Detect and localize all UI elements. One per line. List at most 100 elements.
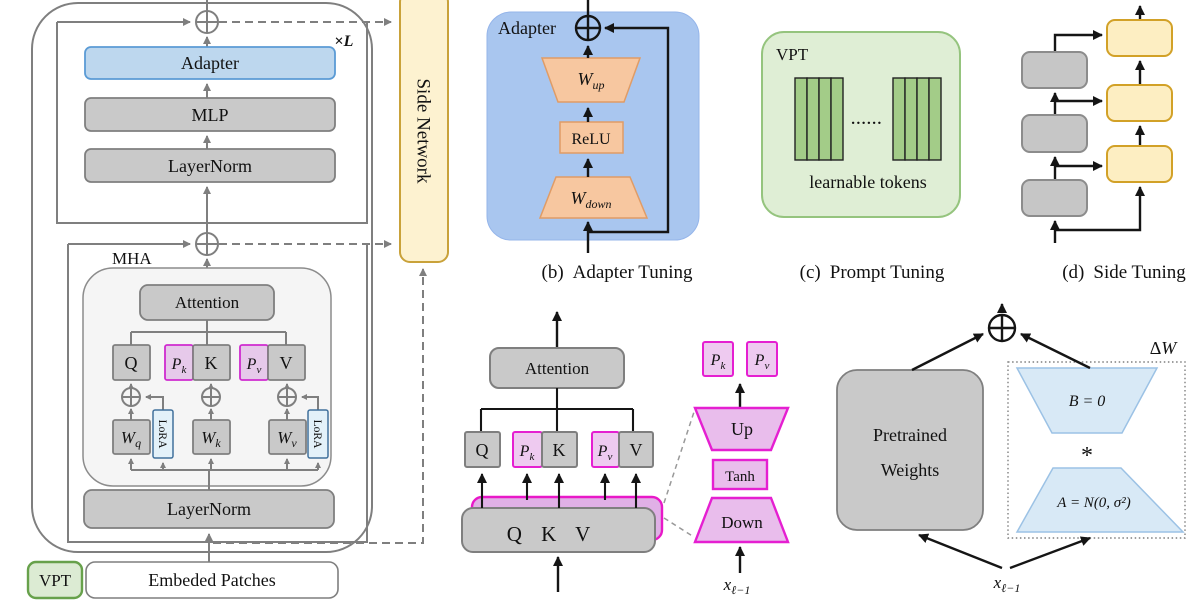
side-tuning-panel: (d)Side Tuning	[1021, 5, 1186, 283]
g1-to-y1	[1053, 30, 1103, 52]
wq-box	[112, 419, 151, 455]
residual-loop-top	[56, 18, 368, 224]
pretrained-label-line2: Weights	[881, 460, 940, 480]
b-to-sum	[1020, 332, 1091, 370]
tanh-label: Tanh	[725, 469, 755, 485]
outer-frame	[31, 2, 373, 553]
side-network-label: Side Network	[412, 78, 433, 184]
a-matrix-trapezoid	[1015, 467, 1185, 533]
zoom-lens-line-bottom	[663, 517, 695, 538]
v-box	[267, 344, 306, 381]
pk-float-box	[702, 341, 734, 377]
token-bar	[806, 77, 820, 161]
residual-loop-top-path	[56, 22, 368, 224]
delta-w-label: ΔW	[1150, 338, 1179, 358]
q-box	[112, 344, 151, 381]
adapter-tuning-panel: Adapter Wdown ReLU Wup (b)Adapter Tuning	[486, 0, 700, 283]
lora-flow-arrows	[911, 332, 1091, 570]
lora-panel: Pretrained Weights ΔW B = 0 * A = N(0, σ…	[836, 303, 1186, 595]
pv-float-label: Pv	[754, 352, 770, 372]
token-bar	[794, 77, 808, 161]
pv-label: Pv	[246, 356, 262, 376]
side-network-panel: Side Network	[399, 0, 449, 263]
x-to-pretrained	[918, 533, 1003, 570]
token-bar	[904, 77, 918, 161]
prefix-attention-panel: Attention Q Pk K Pv V Q K V	[461, 311, 790, 597]
token-bars-left	[794, 77, 844, 161]
pk-label: Pk	[519, 443, 536, 463]
side-network-box	[399, 0, 449, 263]
caption-c: (c)Prompt Tuning	[800, 262, 945, 283]
main-axis-arrows	[203, 0, 213, 562]
mlp-label: MLP	[191, 105, 228, 125]
wk-box	[192, 419, 231, 455]
lora-right-box	[307, 409, 329, 459]
b-matrix-label: B = 0	[1069, 393, 1106, 410]
token-bars-right	[892, 77, 942, 161]
down-label: Down	[721, 513, 763, 532]
k-label: K	[205, 353, 218, 373]
wq-label: Wq	[121, 428, 141, 450]
relu-label: ReLU	[571, 131, 611, 148]
v-label: V	[280, 353, 293, 373]
adapter-container-label: Adapter	[498, 18, 556, 38]
input-to-y3	[1055, 186, 1145, 232]
v-box	[618, 431, 654, 468]
ellipsis-dots: ......	[851, 112, 883, 128]
tanh-box	[711, 458, 769, 491]
mlp-box	[84, 97, 336, 132]
qkv-up-arrows	[477, 473, 641, 508]
embedded-patches-label: Embeded Patches	[148, 570, 275, 590]
pv-label: Pv	[597, 443, 613, 463]
v-label: V	[630, 440, 643, 460]
projection-arrows	[128, 383, 319, 420]
layernorm-top-box	[84, 148, 336, 183]
lora-right-to-sum	[301, 394, 319, 410]
w-down-trapezoid	[538, 176, 649, 219]
zoom-lens-line-top	[663, 411, 695, 504]
mha-label: MHA	[112, 249, 152, 268]
backbone-block-1	[1021, 51, 1088, 89]
k-label: K	[553, 440, 566, 460]
up-label: Up	[731, 419, 753, 439]
side-block-2	[1106, 84, 1173, 122]
token-bar	[916, 77, 930, 161]
w-up-trapezoid	[540, 57, 642, 103]
down-trapezoid	[693, 496, 790, 544]
up-trapezoid	[693, 406, 790, 452]
side-network-taps	[213, 18, 427, 544]
layernorm-bottom-label: LayerNorm	[167, 499, 251, 519]
layernorm-bottom-box	[83, 489, 335, 529]
adapter-box	[84, 46, 336, 80]
input-distribution-lines	[128, 458, 321, 490]
q-label: Q	[476, 440, 489, 460]
qkv-collector-lines	[130, 320, 287, 345]
relu-box	[559, 121, 624, 154]
learnable-tokens-label: learnable tokens	[809, 172, 926, 192]
w-down-label: Wdown	[570, 188, 611, 211]
pk-float-label: Pk	[710, 352, 727, 372]
caption-d: (d)Side Tuning	[1062, 262, 1186, 283]
sum-node-2	[195, 232, 219, 256]
lora-left-to-sum	[145, 394, 164, 410]
wv-box	[268, 419, 307, 455]
times-l-label: ×L	[335, 33, 354, 50]
token-bar	[928, 77, 942, 161]
vpt-tag-box	[26, 560, 84, 600]
pretrained-to-sum	[911, 332, 984, 372]
token-bar	[892, 77, 906, 161]
prompt-tuning-panel: VPT ...... learnable tokens (c)Prompt Tu…	[761, 31, 961, 283]
x-to-a	[1009, 536, 1091, 570]
attention-label: Attention	[175, 293, 240, 312]
k-box	[541, 431, 578, 468]
caption-b: (b)Adapter Tuning	[542, 262, 693, 283]
side-block-3	[1106, 145, 1173, 183]
side-tuning-arrows	[1050, 5, 1145, 243]
side-block-1	[1106, 19, 1173, 57]
adapter-label: Adapter	[181, 53, 239, 73]
attention-label: Attention	[525, 359, 590, 378]
wk-label: Wk	[201, 428, 221, 450]
transformer-block-panel: ×L Adapter MLP LayerNorm MHA Attention Q…	[26, 0, 427, 600]
